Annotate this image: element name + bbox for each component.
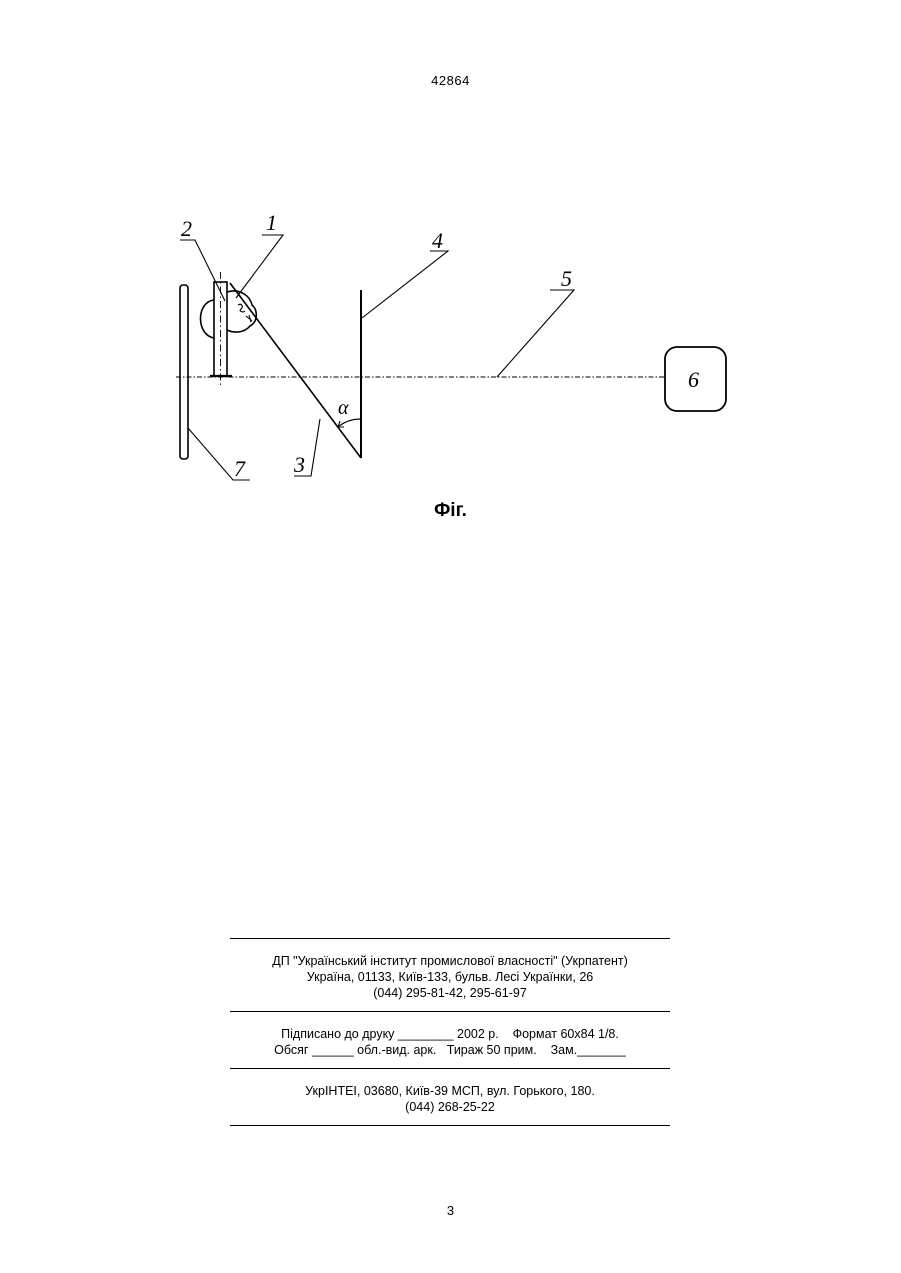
label-4: 4 bbox=[432, 228, 443, 253]
print-info-block: Підписано до друку ________ 2002 р. Форм… bbox=[230, 1012, 670, 1068]
print-info-line: Обсяг ______ обл.-вид. арк. Тираж 50 при… bbox=[230, 1042, 670, 1058]
imprint-section: ДП "Український інститут промислової вла… bbox=[230, 938, 670, 1126]
page-number: 3 bbox=[0, 1203, 901, 1218]
label-3: 3 bbox=[293, 452, 305, 477]
label-6: 6 bbox=[688, 367, 699, 392]
ray-3 bbox=[230, 283, 361, 458]
printer-line: УкрІНТЕІ, 03680, Київ-39 МСП, вул. Горьк… bbox=[230, 1083, 670, 1099]
hump bbox=[201, 300, 215, 338]
printer-line: (044) 268-25-22 bbox=[230, 1099, 670, 1115]
print-info-line: Підписано до друку ________ 2002 р. Форм… bbox=[230, 1026, 670, 1042]
label-7: 7 bbox=[234, 456, 246, 481]
publisher-line: ДП "Український інститут промислової вла… bbox=[230, 953, 670, 969]
publisher-line: Україна, 01133, Київ-133, бульв. Лесі Ук… bbox=[230, 969, 670, 985]
printer-block: УкрІНТЕІ, 03680, Київ-39 МСП, вул. Горьк… bbox=[230, 1069, 670, 1125]
divider bbox=[230, 1125, 670, 1126]
figure-caption: Фіг. bbox=[0, 500, 901, 522]
publisher-block: ДП "Український інститут промислової вла… bbox=[230, 939, 670, 1011]
screen-7 bbox=[180, 285, 188, 459]
label-alpha: α bbox=[338, 397, 349, 419]
publisher-line: (044) 295-81-42, 295-61-97 bbox=[230, 985, 670, 1001]
label-2: 2 bbox=[181, 216, 192, 241]
label-5: 5 bbox=[561, 266, 572, 291]
label-1: 1 bbox=[266, 210, 277, 235]
technical-figure: 1 2 3 4 5 6 7 α bbox=[0, 0, 901, 560]
